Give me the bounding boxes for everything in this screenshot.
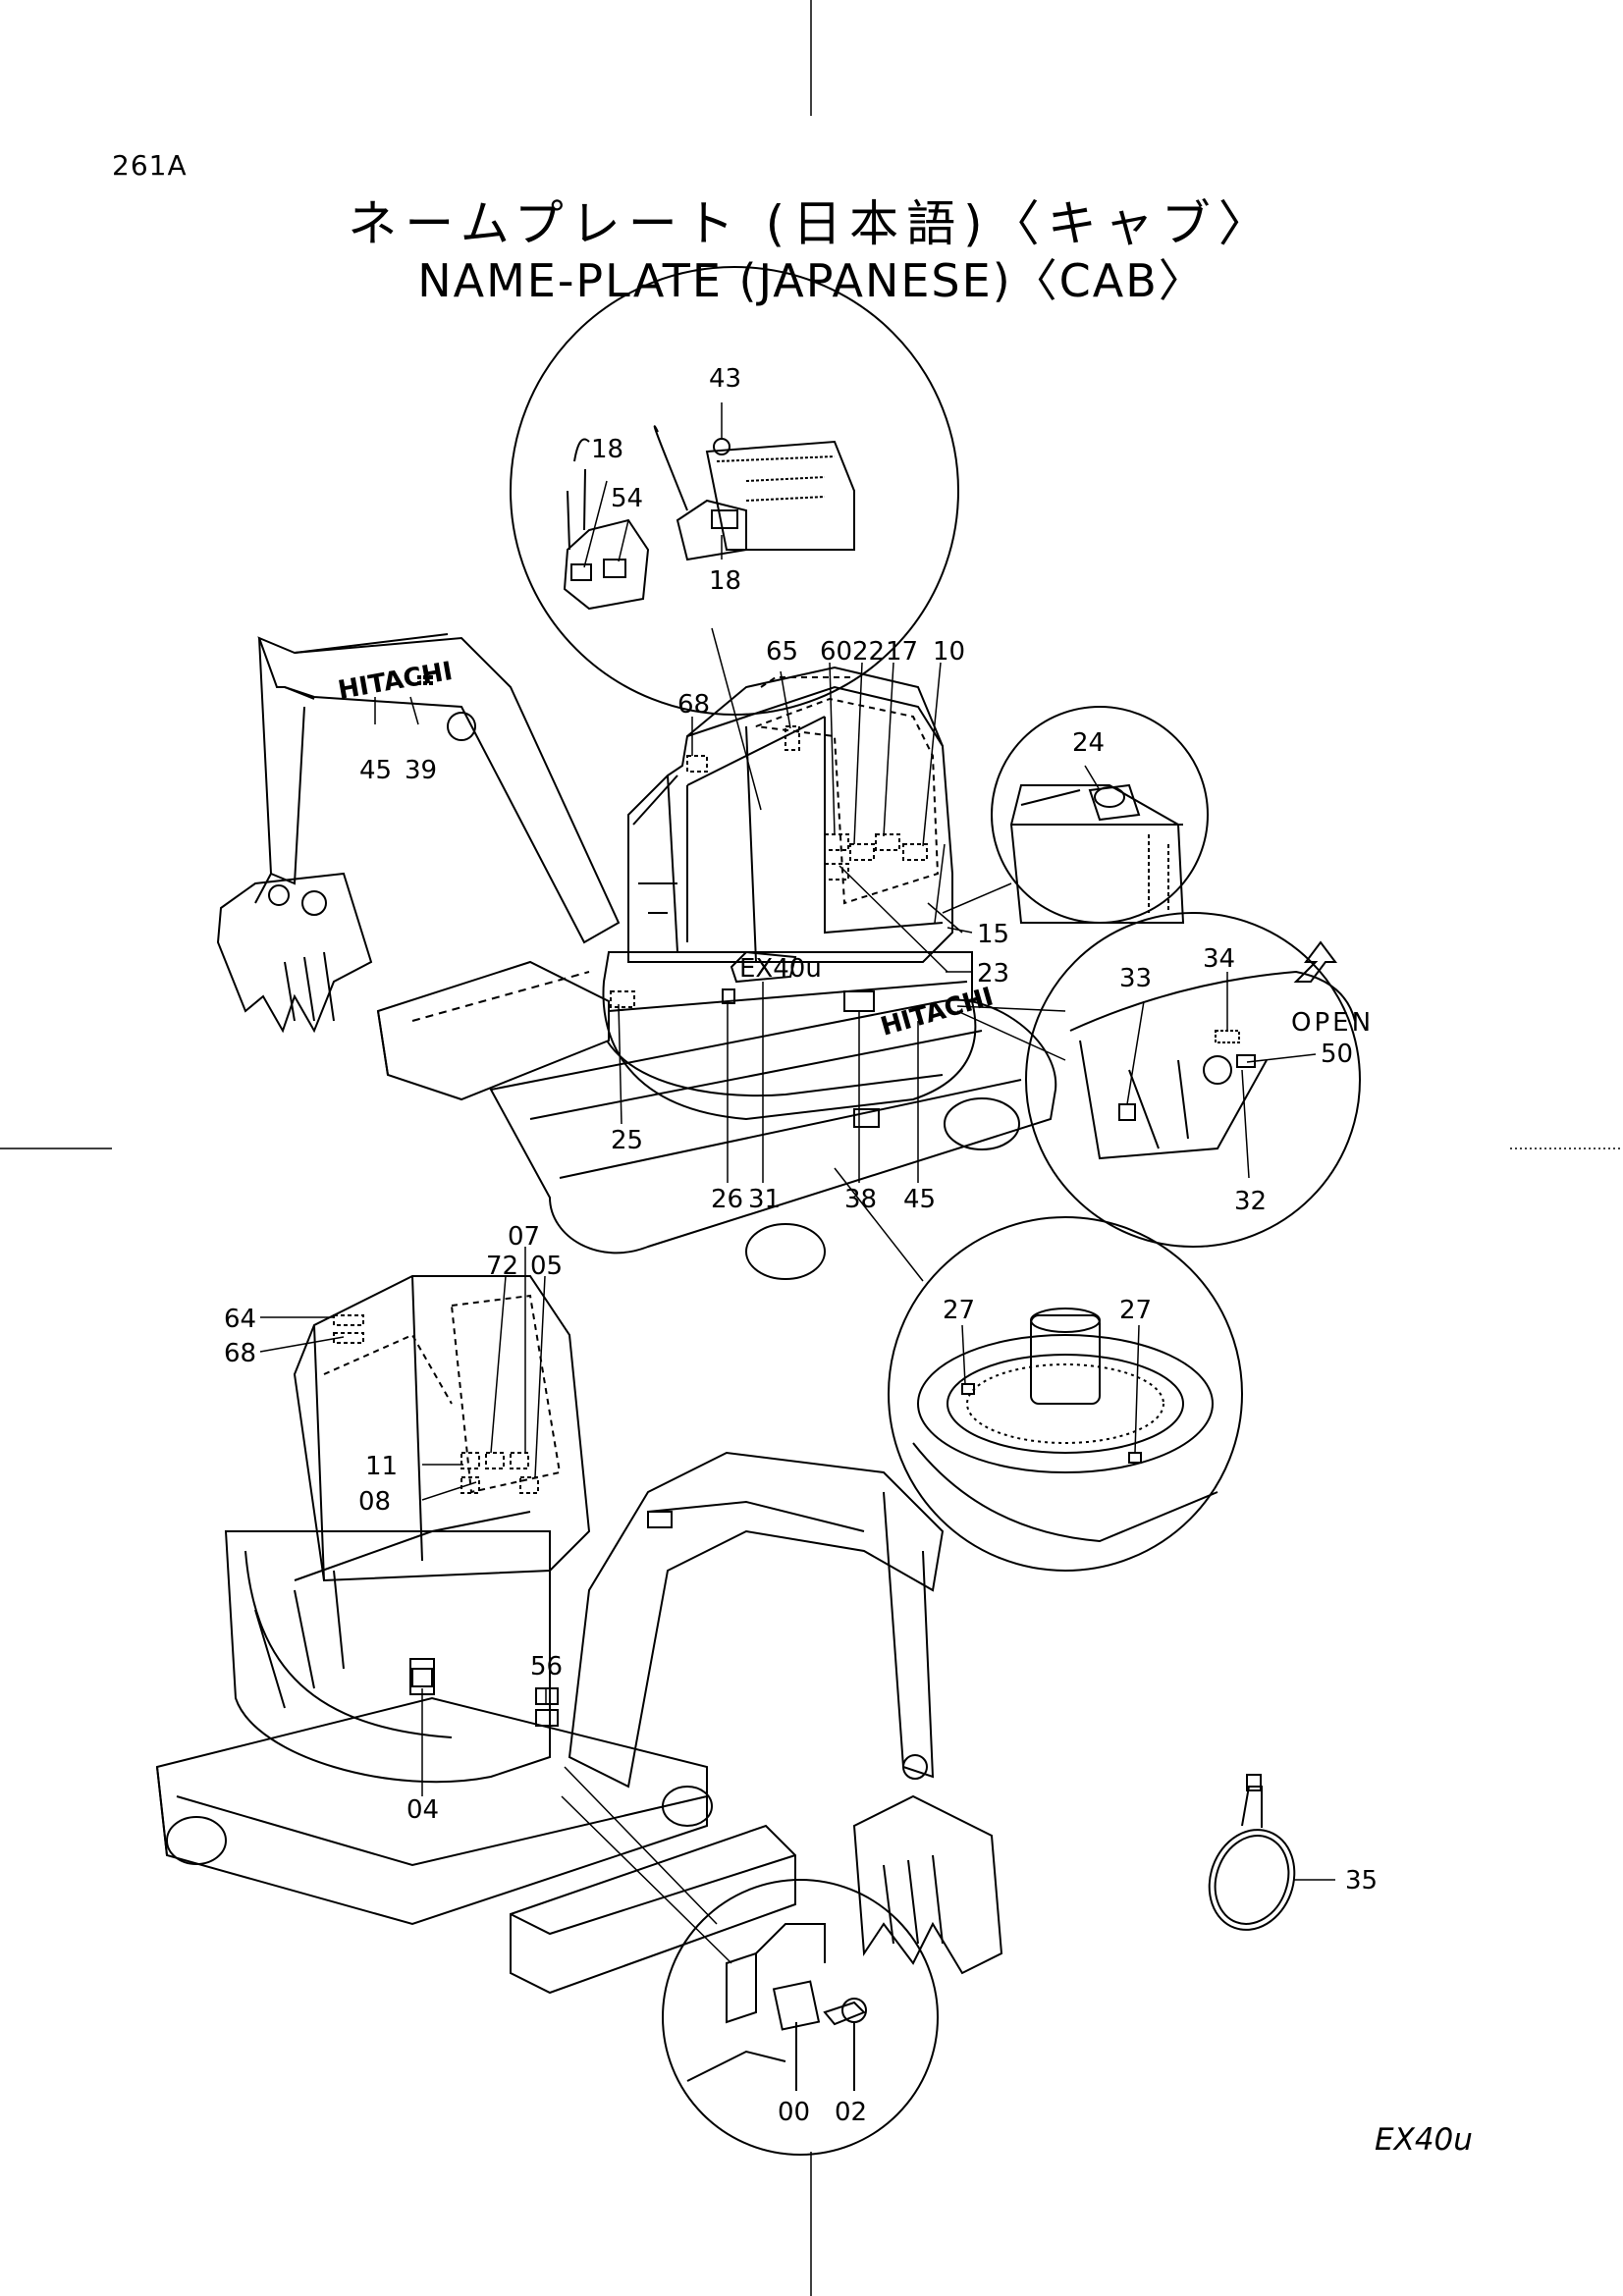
callout-17: 17 (886, 637, 918, 667)
brand-boom: HITACHI (336, 657, 455, 706)
callout-25: 25 (611, 1126, 643, 1155)
callout-02: 02 (835, 2098, 867, 2127)
callout-18: 18 (591, 435, 623, 464)
callout-50: 50 (1321, 1040, 1353, 1069)
open-label: OPEN (1291, 1008, 1374, 1038)
callout-31: 31 (748, 1185, 781, 1214)
model-code: EX40u (1375, 2122, 1473, 2158)
detail-circle-bracket (662, 1879, 939, 2156)
model-badge: EX40u (739, 954, 822, 984)
key-tag (1208, 1774, 1335, 1931)
callout-54: 54 (611, 484, 643, 513)
callout-45: 45 (359, 756, 392, 785)
callout-11: 11 (365, 1452, 398, 1481)
callout-39: 39 (405, 756, 437, 785)
callout-18: 18 (709, 566, 741, 596)
callout-45: 45 (903, 1185, 936, 1214)
callout-68: 68 (677, 690, 710, 720)
callout-27: 27 (943, 1296, 975, 1325)
leader-lines-upper (374, 627, 1066, 1964)
leader-lines-lower (259, 1247, 547, 1796)
callout-60: 60 (820, 637, 852, 667)
title-japanese: ネームプレート (日本語)〈キャブ〉 (348, 195, 1275, 252)
callout-15: 15 (977, 920, 1009, 949)
callout-08: 08 (358, 1487, 391, 1517)
detail-circle-tank (991, 706, 1209, 924)
detail-circle-swing-ring (888, 1216, 1243, 1572)
callout-64: 64 (224, 1305, 256, 1334)
callout-34: 34 (1203, 944, 1235, 974)
callout-56: 56 (530, 1652, 563, 1682)
detail-circle-engine: OPEN (1025, 912, 1374, 1248)
callout-07: 07 (508, 1222, 540, 1252)
callout-26: 26 (711, 1185, 743, 1214)
page-code: 261A (112, 149, 188, 182)
excavator-lower (155, 1275, 1003, 1995)
brand-counterweight: HITACHI (878, 982, 998, 1041)
callout-38: 38 (844, 1185, 877, 1214)
excavator-upper: EX40u HITACHI HITACHI (216, 633, 1057, 1280)
callout-35: 35 (1345, 1866, 1378, 1896)
callout-labels: 43 18 54 18 65 60 22 17 10 68 45 39 24 1… (224, 364, 1378, 2127)
callout-24: 24 (1072, 728, 1105, 758)
callout-04: 04 (406, 1795, 439, 1825)
callout-72: 72 (486, 1252, 518, 1281)
callout-43: 43 (709, 364, 741, 394)
callout-68: 68 (224, 1339, 256, 1368)
detail-circle-console (510, 266, 959, 716)
callout-33: 33 (1119, 964, 1152, 993)
callout-65: 65 (766, 637, 798, 667)
callout-22: 22 (852, 637, 885, 667)
callout-23: 23 (977, 959, 1009, 988)
callout-32: 32 (1234, 1187, 1267, 1216)
callout-27: 27 (1119, 1296, 1152, 1325)
callout-00: 00 (778, 2098, 810, 2127)
callout-05: 05 (530, 1252, 563, 1281)
callout-10: 10 (933, 637, 965, 667)
